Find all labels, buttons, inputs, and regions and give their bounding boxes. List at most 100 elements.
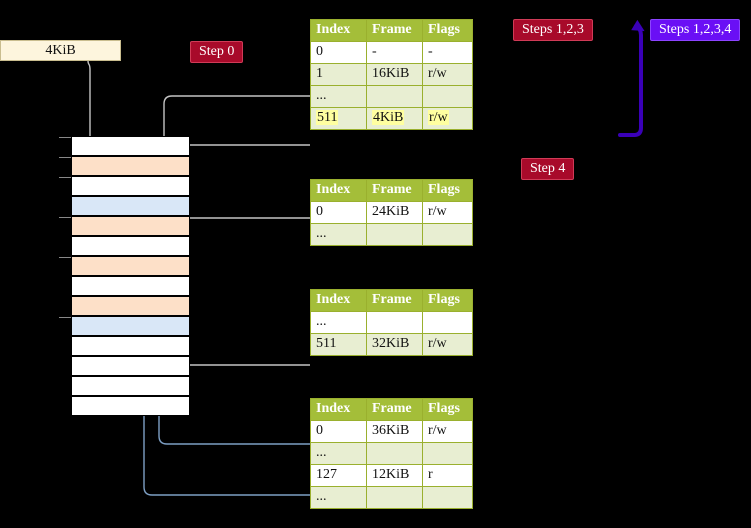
table-header-row: Index Frame Flags	[310, 398, 473, 421]
highlight-mark: 4KiB	[372, 110, 405, 125]
memory-boundary-tick	[59, 217, 71, 218]
memory-frame-row	[71, 236, 190, 256]
memory-frame-row	[71, 216, 190, 236]
cell-frame: 24KiB	[366, 201, 423, 224]
table-header-row: Index Frame Flags	[310, 289, 473, 312]
memory-boundary-tick	[59, 177, 71, 178]
memory-frame-row	[71, 396, 190, 416]
cell-index: 0	[310, 201, 367, 224]
column-header-frame: Frame	[366, 179, 423, 202]
cell-frame: 36KiB	[366, 420, 423, 443]
cell-flags: r/w	[422, 420, 473, 443]
cell-index: ...	[310, 311, 367, 334]
highlight-mark: 511	[316, 110, 339, 125]
badge-steps-1-2-3-4: Steps 1,2,3,4	[650, 19, 741, 41]
cell-frame	[366, 442, 423, 465]
cell-frame	[366, 85, 423, 108]
memory-frame-row	[71, 276, 190, 296]
memory-frame-row	[71, 176, 190, 196]
memory-boundary-tick	[59, 137, 71, 138]
column-header-frame: Frame	[366, 289, 423, 312]
memory-frame-row	[71, 356, 190, 376]
cell-flags: -	[422, 41, 473, 64]
memory-frame-row	[71, 296, 190, 316]
column-header-index: Index	[310, 289, 367, 312]
table-row: ...	[310, 311, 473, 334]
highlight-mark: r/w	[428, 110, 449, 125]
memory-boundary-tick	[59, 257, 71, 258]
cell-frame: 32KiB	[366, 333, 423, 356]
table-row: ...	[310, 223, 473, 246]
memory-frame-row	[71, 136, 190, 156]
table-header-row: Index Frame Flags	[310, 179, 473, 202]
column-header-flags: Flags	[422, 289, 473, 312]
memory-boundary-tick	[59, 157, 71, 158]
cell-frame	[366, 311, 423, 334]
table-row: 511 4KiB r/w	[310, 107, 473, 130]
column-header-flags: Flags	[422, 179, 473, 202]
column-header-flags: Flags	[422, 19, 473, 42]
cell-index: 0	[310, 420, 367, 443]
column-header-index: Index	[310, 19, 367, 42]
cell-flags: r	[422, 464, 473, 487]
table-row: ...	[310, 85, 473, 108]
cell-index: ...	[310, 442, 367, 465]
badge-steps-1-2-3: Steps 1,2,3	[513, 19, 593, 41]
cell-flags: r/w	[422, 63, 473, 86]
table-row: ...	[310, 442, 473, 465]
cell-index: ...	[310, 223, 367, 246]
cell-flags: r/w	[422, 201, 473, 224]
cell-frame	[366, 486, 423, 509]
table-row: 0--	[310, 41, 473, 64]
kib-size-box: 4KiB	[0, 40, 121, 61]
memory-frame-row	[71, 156, 190, 176]
kib-size-label: 4KiB	[45, 42, 76, 58]
badge-step-4: Step 4	[521, 158, 575, 180]
column-header-index: Index	[310, 398, 367, 421]
memory-frame-row	[71, 256, 190, 276]
cell-index: ...	[310, 85, 367, 108]
cell-flags	[422, 311, 473, 334]
cell-index: ...	[310, 486, 367, 509]
cell-index: 1	[310, 63, 367, 86]
memory-frame-row	[71, 376, 190, 396]
cell-flags	[422, 486, 473, 509]
memory-frame-row	[71, 196, 190, 216]
cell-flags	[422, 85, 473, 108]
memory-frame-row	[71, 336, 190, 356]
badge-step-0: Step 0	[190, 41, 244, 63]
column-header-index: Index	[310, 179, 367, 202]
physical-memory-column	[71, 136, 190, 416]
column-header-frame: Frame	[366, 19, 423, 42]
table-header-row: Index Frame Flags	[310, 19, 473, 42]
memory-boundary-tick	[59, 317, 71, 318]
cell-frame: -	[366, 41, 423, 64]
cell-frame	[366, 223, 423, 246]
cell-flags: r/w	[422, 333, 473, 356]
cell-flags	[422, 442, 473, 465]
table-row: ...	[310, 486, 473, 509]
column-header-frame: Frame	[366, 398, 423, 421]
cell-frame: 16KiB	[366, 63, 423, 86]
cell-flags: r/w	[422, 107, 473, 130]
cell-flags	[422, 223, 473, 246]
cell-index: 0	[310, 41, 367, 64]
memory-frame-row	[71, 316, 190, 336]
cell-frame: 12KiB	[366, 464, 423, 487]
cell-frame: 4KiB	[366, 107, 423, 130]
column-header-flags: Flags	[422, 398, 473, 421]
